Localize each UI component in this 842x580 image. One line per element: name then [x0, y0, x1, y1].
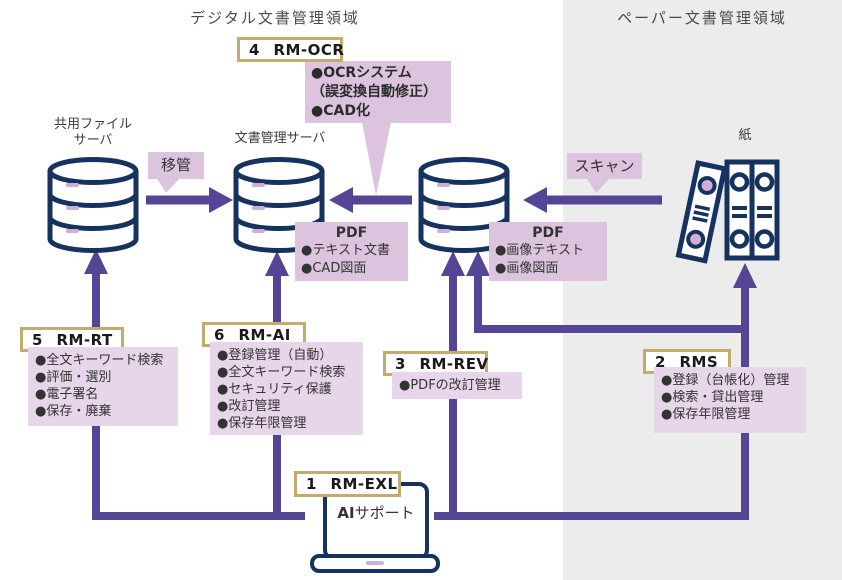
- laptop-icon: [310, 482, 440, 573]
- up-arrowheads: [84, 249, 757, 288]
- callout-tails: [156, 122, 611, 196]
- flow-arrows: [146, 187, 662, 213]
- paper-label: 紙: [738, 128, 752, 143]
- shared-file-server-icon: [47, 157, 139, 253]
- paper-area-background: [563, 0, 842, 580]
- pdf-image-callout: PDF ●画像テキスト ●画像図面: [489, 222, 607, 281]
- module-rm-rev: 3 RM-REV: [383, 351, 488, 376]
- binders-icon: [675, 159, 780, 264]
- scan-callout-tail: [586, 177, 611, 193]
- scan-callout: スキャン: [567, 153, 642, 179]
- ai-support-label: AIサポート: [337, 504, 415, 522]
- scan-arrow: [523, 187, 662, 213]
- transfer-callout: 移管: [148, 152, 204, 179]
- module-rm-exl: 1 RM-EXL: [294, 471, 401, 497]
- transfer-callout-tail: [156, 177, 181, 193]
- transfer-arrow: [146, 187, 233, 213]
- panel-rms: ●登録（台帳化）管理 ●検索・貸出管理 ●保存年限管理: [654, 367, 806, 433]
- panel-rm-ai: ●登録管理（自動） ●全文キーワード検索 ●セキュリティ保護 ●改訂管理 ●保存…: [210, 342, 363, 435]
- ocr-callout: ●OCRシステム （誤変換自動修正） ●CAD化: [305, 61, 451, 123]
- document-server-label: 文書管理サーバ: [234, 131, 326, 146]
- ocr-callout-tail: [362, 122, 391, 196]
- tilted-binder: [675, 160, 728, 264]
- ocr-to-server-arrow: [329, 187, 412, 213]
- scan-server-icon: [418, 157, 510, 253]
- panel-rm-rt: ●全文キーワード検索 ●評価・選別 ●電子署名 ●保存・廃棄: [28, 347, 178, 426]
- module-rm-ocr: 4 RM-OCR: [237, 37, 344, 62]
- digital-area-title: デジタル文書管理領域: [190, 9, 360, 27]
- pdf-text-callout: PDF ●テキスト文書 ●CAD図面: [295, 222, 408, 281]
- shared-file-server-label: 共用ファイル サーバ: [53, 117, 132, 148]
- panel-rm-rev: ●PDFの改訂管理: [392, 372, 522, 399]
- paper-area-title: ペーパー文書管理領域: [617, 9, 787, 27]
